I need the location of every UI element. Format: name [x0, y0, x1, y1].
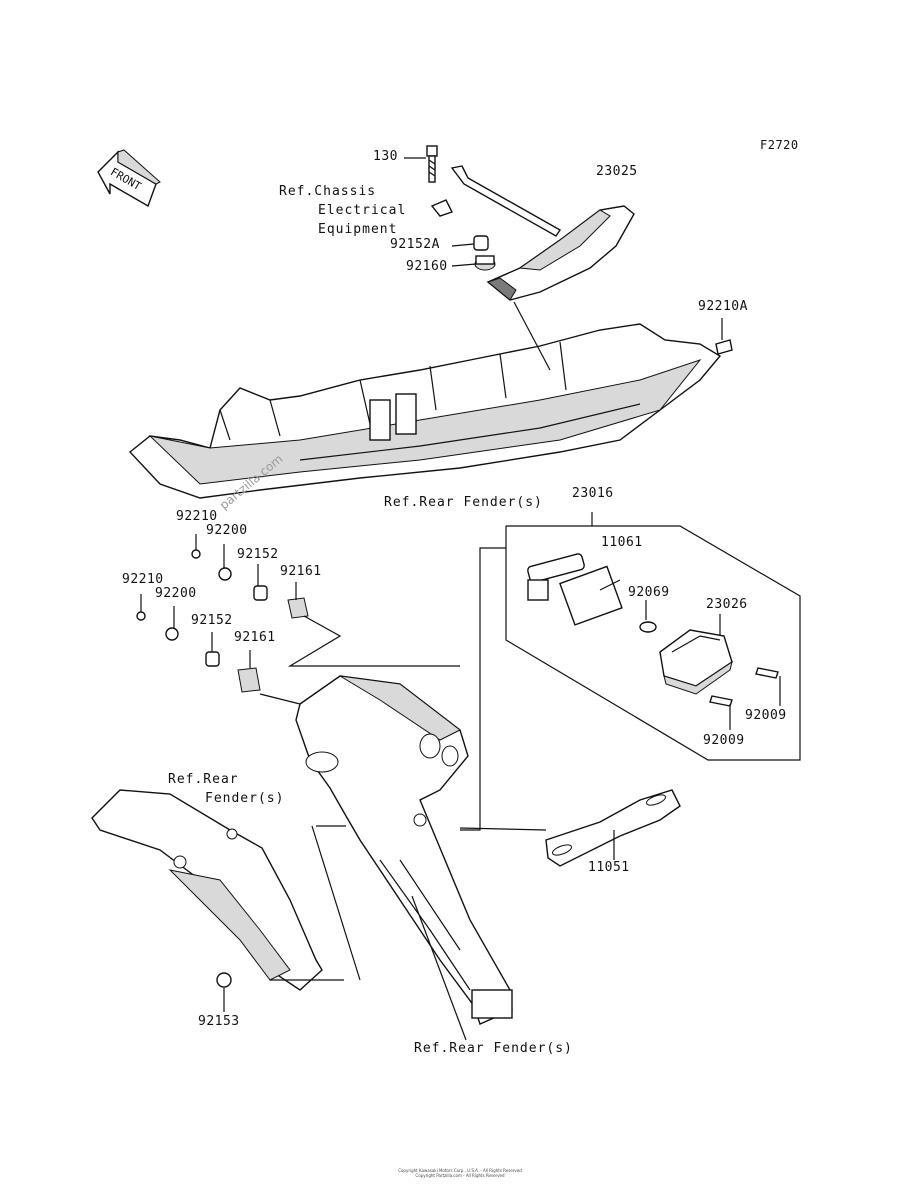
ref-rear-fender-left-line2: Fender(s) — [205, 791, 285, 806]
front-arrow-icon: FRONT — [97, 149, 161, 208]
part-label-92009-right: 92009 — [745, 708, 787, 723]
part-label-92160: 92160 — [406, 259, 448, 274]
clip-connector — [430, 199, 453, 217]
bolt-92153 — [216, 972, 232, 988]
part-label-92210A: 92210A — [698, 299, 748, 314]
nut-92210-upper — [191, 549, 201, 559]
ref-chassis-line3: Equipment — [318, 222, 398, 237]
screw-92009-lower — [709, 695, 733, 707]
bulb-92069 — [639, 621, 657, 633]
tail-light-assembly-box — [505, 512, 801, 761]
part-label-11061: 11061 — [601, 535, 643, 550]
damper-92161-lower — [237, 667, 261, 693]
rear-fender-inner — [91, 789, 323, 991]
part-label-23026: 23026 — [706, 597, 748, 612]
part-label-92161-lower: 92161 — [234, 630, 276, 645]
collar-92152-lower — [205, 651, 220, 667]
part-label-92153: 92153 — [198, 1014, 240, 1029]
ref-rear-fender-left-line1: Ref.Rear — [168, 772, 239, 787]
part-label-130: 130 — [373, 149, 398, 164]
plate-bracket-11051 — [545, 789, 681, 867]
collar-92152A — [473, 235, 489, 251]
copyright-line1: Copyright Kawasaki Motors Corp., U.S.A. … — [398, 1168, 522, 1173]
part-label-92210-upper: 92210 — [176, 509, 218, 524]
light-socket-11061 — [527, 553, 623, 626]
part-label-11051: 11051 — [588, 860, 630, 875]
damper-92161-upper — [287, 597, 309, 619]
ref-rear-fender-bottom: Ref.Rear Fender(s) — [414, 1041, 573, 1056]
washer-92200-upper — [218, 567, 232, 581]
collar-92152-upper — [253, 585, 268, 601]
screw-92009-right — [755, 667, 779, 679]
part-label-92210-lower: 92210 — [122, 572, 164, 587]
leader-lines — [140, 157, 781, 1041]
part-label-92200-lower: 92200 — [155, 586, 197, 601]
ref-chassis-line2: Electrical — [318, 203, 407, 218]
license-plate-bracket — [295, 675, 513, 1025]
harness-bracket-23025 — [450, 165, 635, 301]
part-label-92069: 92069 — [628, 585, 670, 600]
copyright-notice: Copyright Kawasaki Motors Corp., U.S.A. … — [330, 1168, 590, 1178]
part-label-23025: 23025 — [596, 164, 638, 179]
tail-lamp-23026 — [659, 629, 733, 695]
bolt-130 — [426, 145, 438, 183]
figure-code: F2720 — [760, 138, 799, 152]
part-label-92152A: 92152A — [390, 237, 440, 252]
copyright-line2: Copyright Partzilla.com - All Rights Res… — [415, 1173, 505, 1178]
part-label-92161-upper: 92161 — [280, 564, 322, 579]
nut-92210-lower — [136, 611, 146, 621]
connector-92210A — [715, 339, 733, 355]
ref-chassis-line1: Ref.Chassis — [279, 184, 377, 199]
part-label-23016: 23016 — [572, 486, 614, 501]
ref-rear-fender-top: Ref.Rear Fender(s) — [384, 495, 543, 510]
part-label-92152-lower: 92152 — [191, 613, 233, 628]
part-label-92200-upper: 92200 — [206, 523, 248, 538]
washer-92200-lower — [165, 627, 179, 641]
part-label-92009-lower: 92009 — [703, 733, 745, 748]
rear-frame — [128, 323, 722, 499]
part-label-92152-upper: 92152 — [237, 547, 279, 562]
